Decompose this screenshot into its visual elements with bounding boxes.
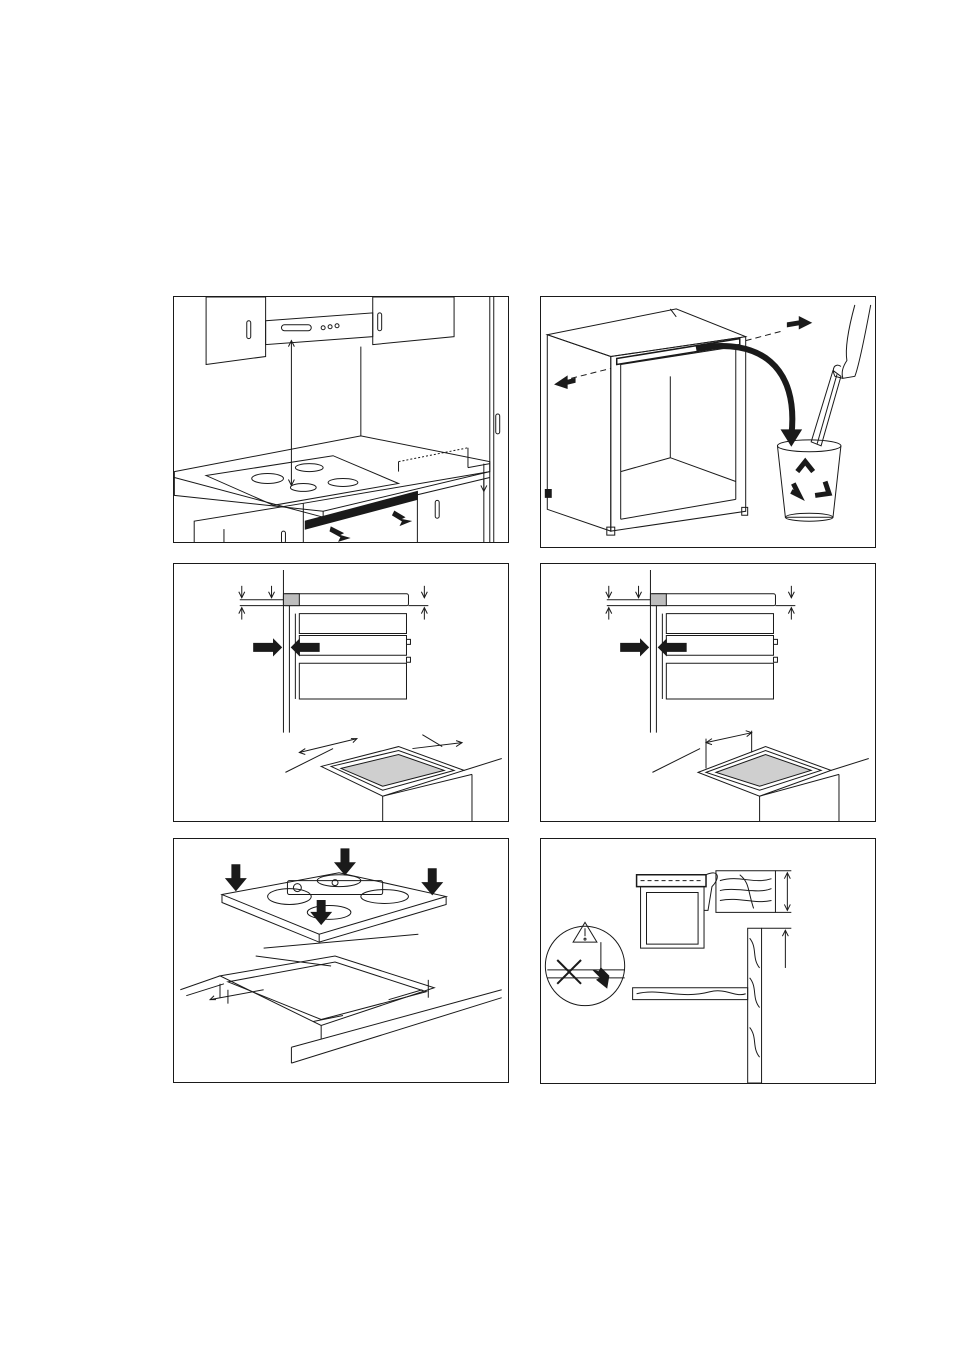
panel-clearance-illustration bbox=[541, 839, 875, 1083]
figure-hob-under-hood bbox=[173, 296, 509, 543]
wood-panel-icon bbox=[716, 871, 776, 913]
arrow-icon bbox=[226, 865, 246, 891]
cutout-frame-icon bbox=[220, 956, 434, 1025]
figure-hob-insertion bbox=[173, 838, 509, 1083]
wall-cabinet-left bbox=[206, 297, 266, 364]
figure-cabinet-recycle bbox=[540, 296, 876, 548]
hob-insertion-illustration bbox=[174, 839, 508, 1082]
arrow-icon bbox=[330, 527, 349, 541]
wall-cabinet-right bbox=[373, 297, 454, 345]
cabinet-recycle-illustration bbox=[541, 297, 875, 547]
recycle-bin-icon bbox=[777, 440, 840, 521]
figure-panel-clearance bbox=[540, 838, 876, 1084]
cabinet-icon bbox=[547, 335, 610, 531]
worktop-section-icon bbox=[174, 564, 508, 821]
hob-hood-illustration bbox=[174, 297, 508, 542]
figure-worktop-cutout-a bbox=[173, 563, 509, 822]
hand-icon bbox=[811, 305, 871, 446]
hob-icon bbox=[222, 873, 446, 934]
worktop-section-icon bbox=[541, 564, 875, 821]
hob-icon bbox=[206, 456, 398, 506]
figure-worktop-cutout-b bbox=[540, 563, 876, 822]
